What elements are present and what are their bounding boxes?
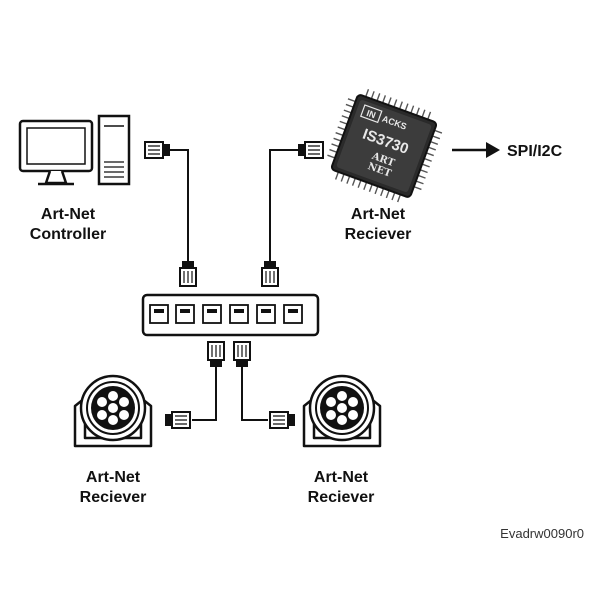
right-receiver-label-line1: Art-Net bbox=[314, 469, 369, 486]
ethernet-plug-icon bbox=[269, 411, 295, 429]
chip-receiver-label-line2: Reciever bbox=[345, 226, 412, 243]
chip-brand-left: IN bbox=[365, 108, 377, 120]
chip-receiver-label-line1: Art-Net bbox=[351, 206, 406, 223]
left-receiver-label-line2: Reciever bbox=[80, 489, 147, 506]
moving-head-light-icon bbox=[302, 374, 382, 448]
ethernet-plug-icon bbox=[179, 261, 197, 287]
computer-icon bbox=[18, 114, 131, 186]
ethernet-plug-icon bbox=[233, 341, 251, 367]
ethernet-plug-icon bbox=[207, 341, 225, 367]
ethernet-cables bbox=[170, 149, 298, 421]
arrow-right-icon bbox=[452, 142, 500, 158]
moving-head-light-icon bbox=[73, 374, 153, 448]
right-receiver-label-line2: Reciever bbox=[308, 489, 375, 506]
chip-icon: IN ACKS IS3730 ART NET bbox=[327, 89, 443, 203]
network-switch-icon bbox=[141, 293, 320, 337]
ethernet-plug-icon bbox=[298, 141, 324, 159]
controller-label-line1: Art-Net bbox=[41, 206, 96, 223]
ethernet-plug-icon bbox=[144, 141, 170, 159]
controller-label-line2: Controller bbox=[30, 226, 106, 243]
left-receiver-label-line1: Art-Net bbox=[86, 469, 141, 486]
output-label: SPI/I2C bbox=[507, 143, 563, 160]
ethernet-plug-icon bbox=[165, 411, 191, 429]
reference-code: Evadrw0090r0 bbox=[500, 526, 584, 541]
ethernet-plug-icon bbox=[261, 261, 279, 287]
